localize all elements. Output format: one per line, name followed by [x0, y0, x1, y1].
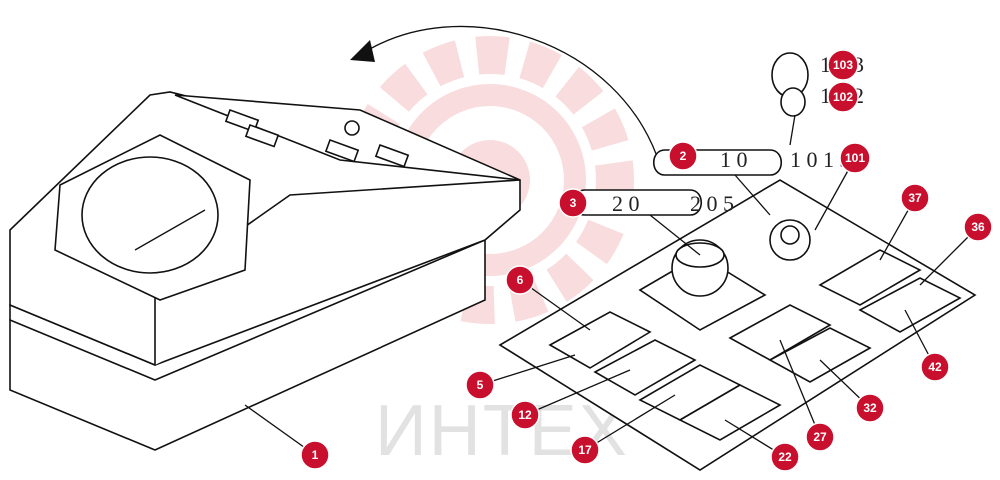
- callout-42[interactable]: 42: [920, 352, 950, 382]
- callout-circle-103[interactable]: [827, 49, 859, 81]
- callout-circle-22[interactable]: [770, 442, 800, 472]
- callout-circle-37[interactable]: [900, 183, 930, 213]
- key-code-text: 1 0: [720, 147, 748, 172]
- callout-circle-42[interactable]: [920, 352, 950, 382]
- rotate-arrow-head: [350, 40, 375, 62]
- callout-37[interactable]: 37: [900, 183, 930, 213]
- callout-circle-102[interactable]: [827, 81, 859, 113]
- callout-circle-5[interactable]: [465, 370, 495, 400]
- callout-32[interactable]: 32: [855, 393, 885, 423]
- callout-circle-3[interactable]: [558, 188, 588, 218]
- callout-label-12: 12: [518, 408, 532, 422]
- rotate-arrow: [359, 25, 661, 166]
- callout-101[interactable]: 101: [839, 142, 871, 174]
- callout-label-32: 32: [863, 401, 877, 415]
- callout-label-22: 22: [778, 450, 792, 464]
- callout-circle-17[interactable]: [570, 435, 600, 465]
- callout-12[interactable]: 12: [510, 400, 540, 430]
- callout-circle-1[interactable]: [300, 440, 330, 470]
- callout-label-27: 27: [813, 430, 827, 444]
- callout-label-36: 36: [971, 220, 985, 234]
- callout-circle-2[interactable]: [668, 141, 698, 171]
- callout-label-2: 2: [680, 149, 687, 163]
- callout-label-103: 103: [833, 58, 853, 72]
- callout-1[interactable]: 1: [300, 440, 330, 470]
- callout-circle-32[interactable]: [855, 393, 885, 423]
- callout-circle-101[interactable]: [839, 142, 871, 174]
- callout-circle-12[interactable]: [510, 400, 540, 430]
- rocker-switches: [548, 249, 962, 441]
- callout-label-1: 1: [312, 448, 319, 462]
- callout-label-42: 42: [928, 360, 942, 374]
- callout-27[interactable]: 27: [805, 422, 835, 452]
- callout-5[interactable]: 5: [465, 370, 495, 400]
- callout-label-101: 101: [845, 151, 865, 165]
- callout-circle-36[interactable]: [963, 212, 993, 242]
- callout-6[interactable]: 6: [505, 265, 535, 295]
- callout-label-17: 17: [578, 443, 592, 457]
- callout-circle-6[interactable]: [505, 265, 535, 295]
- callout-label-6: 6: [517, 273, 524, 287]
- knob-code-text: 2 0: [612, 191, 640, 216]
- switch-panel: [498, 179, 977, 471]
- housing-body: [9, 91, 521, 451]
- knob-code-trail-text: 2 0 5: [690, 191, 734, 216]
- callout-label-3: 3: [570, 196, 577, 210]
- callout-103[interactable]: 103: [827, 49, 859, 81]
- callout-label-5: 5: [477, 378, 484, 392]
- callout-3[interactable]: 3: [558, 188, 588, 218]
- callout-17[interactable]: 17: [570, 435, 600, 465]
- callout-36[interactable]: 36: [963, 212, 993, 242]
- callout-102[interactable]: 102: [827, 81, 859, 113]
- callout-circle-27[interactable]: [805, 422, 835, 452]
- callout-22[interactable]: 22: [770, 442, 800, 472]
- callout-label-102: 102: [833, 90, 853, 104]
- callout-2[interactable]: 2: [668, 141, 698, 171]
- callout-label-37: 37: [908, 191, 922, 205]
